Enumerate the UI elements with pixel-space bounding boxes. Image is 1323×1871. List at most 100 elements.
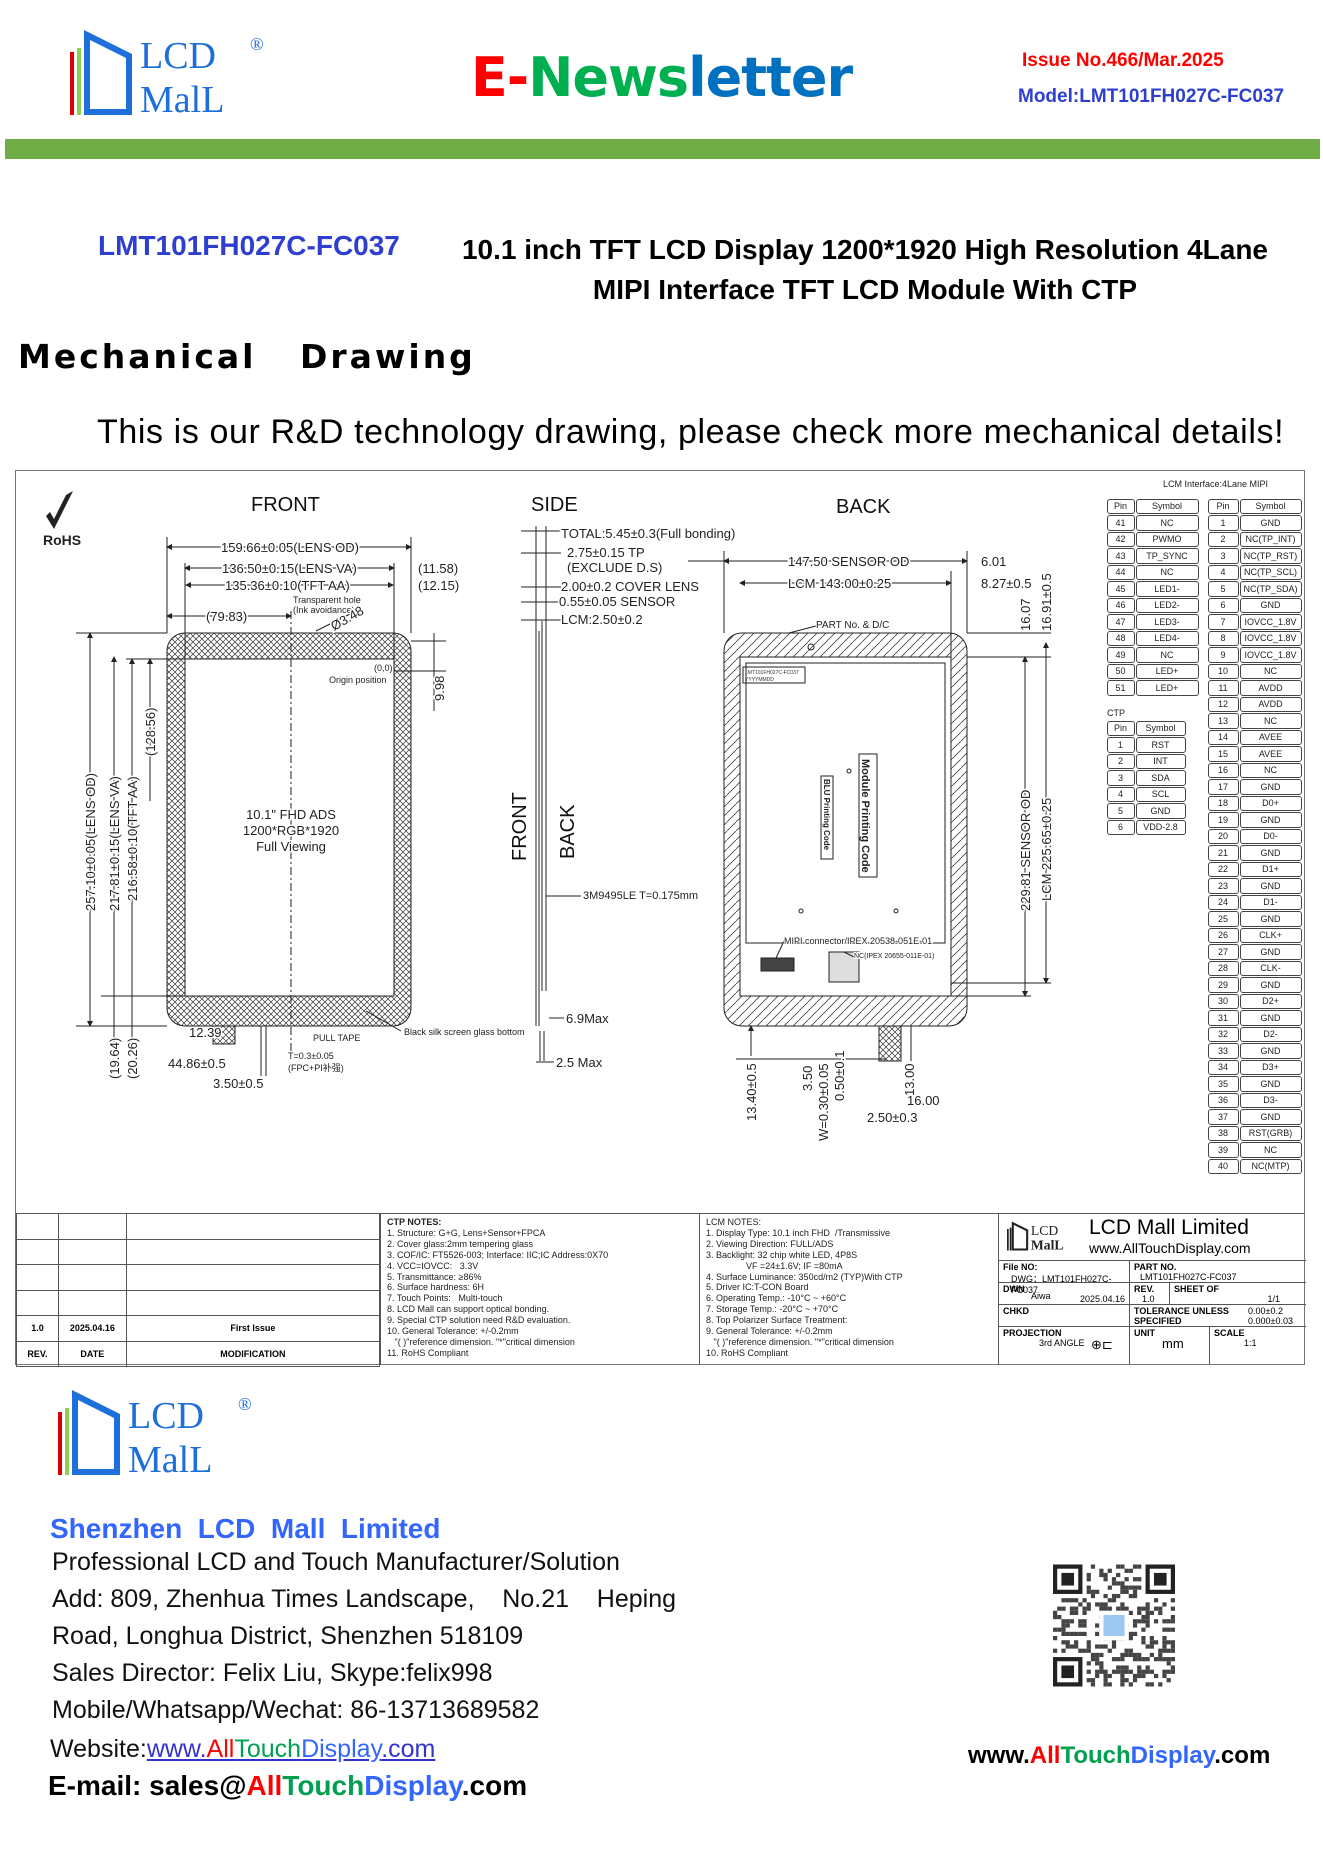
pin-number: 44: [1106, 564, 1135, 580]
side-view-label: SIDE: [531, 494, 578, 516]
pin-number: 15: [1207, 746, 1239, 762]
file-no-label: File NO:: [1003, 1262, 1038, 1272]
pin-symbol: TP_SYNC: [1135, 548, 1199, 564]
front-view: [76, 537, 446, 1076]
title-e: E: [470, 46, 508, 109]
pin-number: 20: [1207, 828, 1239, 844]
pin-symbol: NC: [1135, 564, 1199, 580]
side-front-label: FRONT: [509, 792, 531, 861]
note-line: 10. General Tolerance: +/-0.2mm: [387, 1326, 519, 1337]
pin-symbol: IOVCC_1.8V: [1239, 647, 1302, 663]
note-mipi-connector: MIPI connector/IPEX 20538-051E-01: [784, 936, 932, 946]
note-line: "( )"reference dimension. "*"critical di…: [387, 1336, 575, 1347]
pin-number: 49: [1106, 647, 1135, 663]
dim-3-50: 3.50±0.5: [213, 1076, 264, 1091]
revision-cell: [16, 1264, 59, 1291]
pin-number: 4: [1106, 786, 1135, 802]
qr-code: [1053, 1563, 1175, 1693]
pin-symbol: GND: [1239, 1010, 1302, 1026]
side-dimensions: TOTAL:5.45±0.3(Full bonding) 2.75±0.15 T…: [509, 525, 737, 1072]
sheet-value: 1/1: [1267, 1294, 1280, 1304]
registered-mark: ®: [238, 1394, 252, 1414]
note-line: VF =24±1.6V; IF =80mA: [706, 1260, 843, 1271]
pin-number: 43: [1106, 548, 1135, 564]
back-dimensions: 147.50 SENSOR OD LCM 143.00±0.25 6.01 8.…: [743, 553, 1056, 1143]
pin-symbol: AVDD: [1239, 696, 1302, 712]
pin-number: 34: [1207, 1059, 1239, 1075]
revision-cell: 2025.04.16: [57, 1315, 127, 1342]
pin-symbol: GND: [1239, 845, 1302, 861]
pin-symbol: D3-: [1239, 1092, 1302, 1108]
dim-8-27: 8.27±0.5: [981, 576, 1032, 591]
lcm-notes: LCM NOTES: 1. Display Type: 10.1 inch FH…: [699, 1213, 998, 1365]
pin-number: 26: [1207, 927, 1239, 943]
pin-symbol: AVEE: [1239, 746, 1302, 762]
revision-cell: First Issue: [125, 1315, 381, 1342]
note-black-silk: Black silk screen glass bottom: [404, 1027, 525, 1037]
note-line: 2. Viewing Direction: FULL/ADS: [706, 1238, 834, 1249]
footer-url-display: Display: [1130, 1742, 1215, 1769]
revision-cell: 1.0: [16, 1315, 59, 1342]
screen-spec-viewing: Full Viewing: [256, 839, 326, 854]
side-view: [521, 526, 581, 1063]
dim-lcm-width: LCM 143.00±0.25: [788, 576, 891, 591]
pin-symbol: VDD-2.8: [1135, 819, 1186, 835]
note-pull-tape: PULL TAPE: [313, 1033, 360, 1043]
pin-symbol: GND: [1239, 1076, 1302, 1092]
note-line: 5. Transmittance: ≥86%: [387, 1271, 482, 1282]
note-line: 1. Structure: G+G, Lens+Sensor+FPCA: [387, 1227, 546, 1238]
pin-number: 38: [1207, 1125, 1239, 1141]
revision-cell: [125, 1289, 381, 1316]
unit-value: mm: [1162, 1336, 1184, 1351]
pin-number: 29: [1207, 977, 1239, 993]
revision-row: [16, 1238, 381, 1265]
file-no: DWG：LMT101FH027C-FC037: [1011, 1274, 1112, 1295]
email-line[interactable]: E-mail: sales@AllTouchDisplay.com: [48, 1770, 527, 1802]
mechanical-drawing: RoHS FRONT SIDE BACK 159.66±0.05(LENS OD…: [15, 470, 1306, 1367]
lcd-mall-logo-footer: LCD MalL ®: [58, 1390, 263, 1481]
note-line: 2. Cover glass:2mm tempering glass: [387, 1238, 534, 1249]
note-line: 6. Operating Temp.: -10°C ~ +60°C: [706, 1293, 847, 1304]
note-tape: 3M9495LE T=0.175mm: [583, 890, 698, 902]
title-dash: -: [506, 46, 529, 109]
part-no-label: PART NO.: [1134, 1262, 1177, 1272]
dim-ref-128-56: (128.56): [143, 708, 158, 756]
pin-symbol: GND: [1239, 812, 1302, 828]
footer-website[interactable]: www.AllTouchDisplay.com: [968, 1742, 1270, 1770]
pin-symbol: SDA: [1135, 770, 1186, 786]
lcm-interface-title: LCM Interface:4Lane MIPI: [1163, 479, 1269, 489]
website-link[interactable]: www.AllTouchDisplay.com: [147, 1735, 436, 1763]
dim-lens-va-height: 217.81±0.15(LENS VA): [107, 776, 122, 911]
logo-text-lcd: LCD: [128, 1395, 204, 1437]
scale-value: 1:1: [1244, 1338, 1257, 1348]
dim-13-00: 13.00: [902, 1063, 917, 1096]
pin-symbol: D2-: [1239, 1026, 1302, 1042]
pin-number: 6: [1207, 597, 1239, 613]
note-line: 3. COF/IC: FT5526-003; Interface: IIC;IC…: [387, 1249, 609, 1260]
pin-symbol: LED1-: [1135, 581, 1199, 597]
pin-symbol: NC(TP_SCL): [1239, 564, 1302, 580]
dim-13-40: 13.40±0.5: [744, 1063, 759, 1121]
pin-number: 3: [1207, 548, 1239, 564]
pin-number: 23: [1207, 878, 1239, 894]
dim-6-9-max: 6.9Max: [566, 1011, 609, 1026]
